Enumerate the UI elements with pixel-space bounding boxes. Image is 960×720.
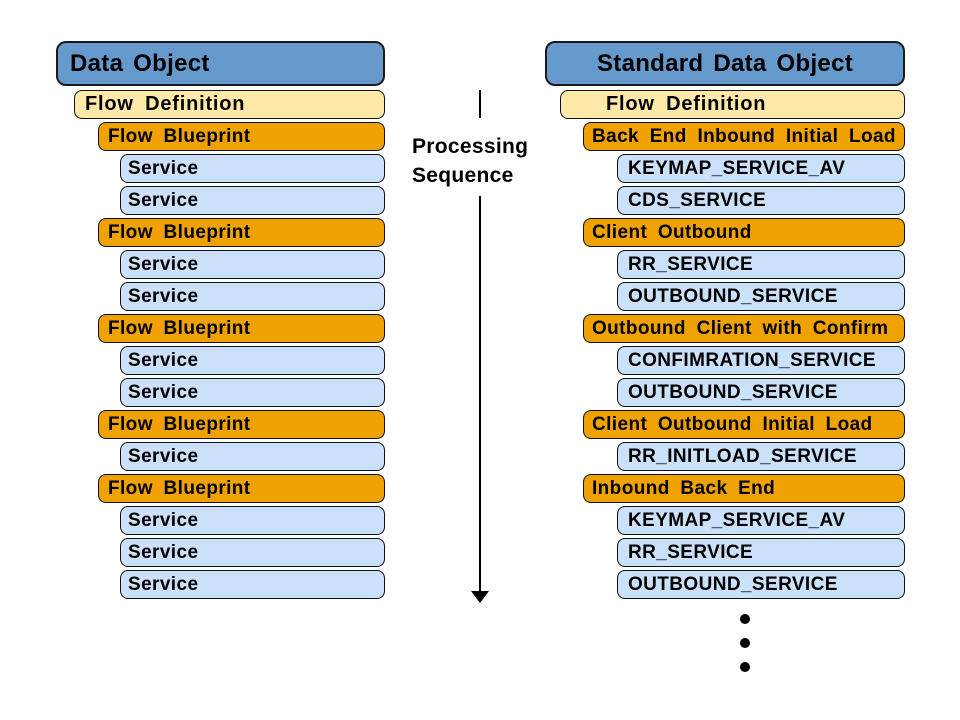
flow-blueprint-row: Flow Blueprint — [98, 474, 385, 503]
processing-sequence-label: Processing Sequence — [412, 132, 528, 190]
flow-blueprint-row: Flow Blueprint — [98, 122, 385, 151]
service-row: Service — [120, 346, 385, 375]
row-label: OUTBOUND_SERVICE — [628, 381, 838, 403]
service-row: RR_SERVICE — [617, 250, 905, 279]
row-label: Service — [128, 253, 199, 275]
row-label: Flow Definition — [606, 93, 767, 115]
service-row: Service — [120, 378, 385, 407]
row-label: RR_SERVICE — [628, 253, 754, 275]
continuation-ellipsis — [740, 614, 750, 672]
flow-blueprint-row: Inbound Back End — [583, 474, 905, 503]
processing-arrow-shaft — [479, 196, 481, 592]
service-row: Service — [120, 250, 385, 279]
row-label: OUTBOUND_SERVICE — [628, 573, 838, 595]
flow-blueprint-row: Flow Blueprint — [98, 410, 385, 439]
service-row: OUTBOUND_SERVICE — [617, 570, 905, 599]
service-row: OUTBOUND_SERVICE — [617, 282, 905, 311]
row-label: RR_INITLOAD_SERVICE — [628, 445, 857, 467]
flow-blueprint-row: Client Outbound Initial Load — [583, 410, 905, 439]
row-label: Service — [128, 349, 199, 371]
row-label: Service — [128, 285, 199, 307]
processing-sequence-line1: Processing — [412, 135, 529, 158]
row-label: Service — [128, 509, 199, 531]
row-label: KEYMAP_SERVICE_AV — [628, 509, 846, 531]
row-label: RR_SERVICE — [628, 541, 754, 563]
row-label: OUTBOUND_SERVICE — [628, 285, 838, 307]
flow-blueprint-row: Outbound Client with Confirm — [583, 314, 905, 343]
service-row: RR_INITLOAD_SERVICE — [617, 442, 905, 471]
row-label: Flow Blueprint — [108, 125, 251, 147]
row-label: Service — [128, 381, 199, 403]
service-row: Service — [120, 154, 385, 183]
row-label: Flow Blueprint — [108, 221, 251, 243]
flow-blueprint-row: Client Outbound — [583, 218, 905, 247]
service-row: KEYMAP_SERVICE_AV — [617, 506, 905, 535]
service-row: OUTBOUND_SERVICE — [617, 378, 905, 407]
row-label: Service — [128, 157, 199, 179]
service-row: RR_SERVICE — [617, 538, 905, 567]
service-row: KEYMAP_SERVICE_AV — [617, 154, 905, 183]
ellipsis-dot — [740, 614, 750, 624]
service-row: Service — [120, 442, 385, 471]
processing-arrow-top-segment — [479, 90, 481, 118]
row-label: Client Outbound Initial Load — [592, 413, 873, 435]
data-object-header: Data Object — [56, 41, 385, 86]
data-object-title: Data Object — [70, 49, 210, 77]
flow-blueprint-row: Flow Blueprint — [98, 314, 385, 343]
row-label: Flow Blueprint — [108, 317, 251, 339]
row-label: KEYMAP_SERVICE_AV — [628, 157, 846, 179]
processing-sequence-line2: Sequence — [412, 164, 514, 187]
row-label: Outbound Client with Confirm — [592, 317, 889, 339]
row-label: Flow Blueprint — [108, 413, 251, 435]
ellipsis-dot — [740, 638, 750, 648]
service-row: Service — [120, 570, 385, 599]
service-row: Service — [120, 186, 385, 215]
row-label: Flow Definition — [85, 93, 246, 115]
row-label: Service — [128, 445, 199, 467]
flow-blueprint-row: Back End Inbound Initial Load — [583, 122, 905, 151]
processing-arrow-head-icon — [471, 591, 489, 603]
row-label: Service — [128, 573, 199, 595]
service-row: Service — [120, 538, 385, 567]
row-label: Service — [128, 541, 199, 563]
flow-definition-row: Flow Definition — [560, 90, 905, 119]
row-label: Back End Inbound Initial Load — [592, 125, 896, 147]
service-row: CDS_SERVICE — [617, 186, 905, 215]
service-row: Service — [120, 282, 385, 311]
standard-data-object-title: Standard Data Object — [596, 49, 854, 77]
flow-definition-row: Flow Definition — [74, 90, 385, 119]
service-row: CONFIMRATION_SERVICE — [617, 346, 905, 375]
row-label: Inbound Back End — [592, 477, 776, 499]
flow-blueprint-row: Flow Blueprint — [98, 218, 385, 247]
row-label: CONFIMRATION_SERVICE — [628, 349, 876, 371]
row-label: CDS_SERVICE — [628, 189, 767, 211]
service-row: Service — [120, 506, 385, 535]
row-label: Service — [128, 189, 199, 211]
standard-data-object-header: Standard Data Object — [545, 41, 905, 86]
ellipsis-dot — [740, 662, 750, 672]
row-label: Client Outbound — [592, 221, 752, 243]
row-label: Flow Blueprint — [108, 477, 251, 499]
